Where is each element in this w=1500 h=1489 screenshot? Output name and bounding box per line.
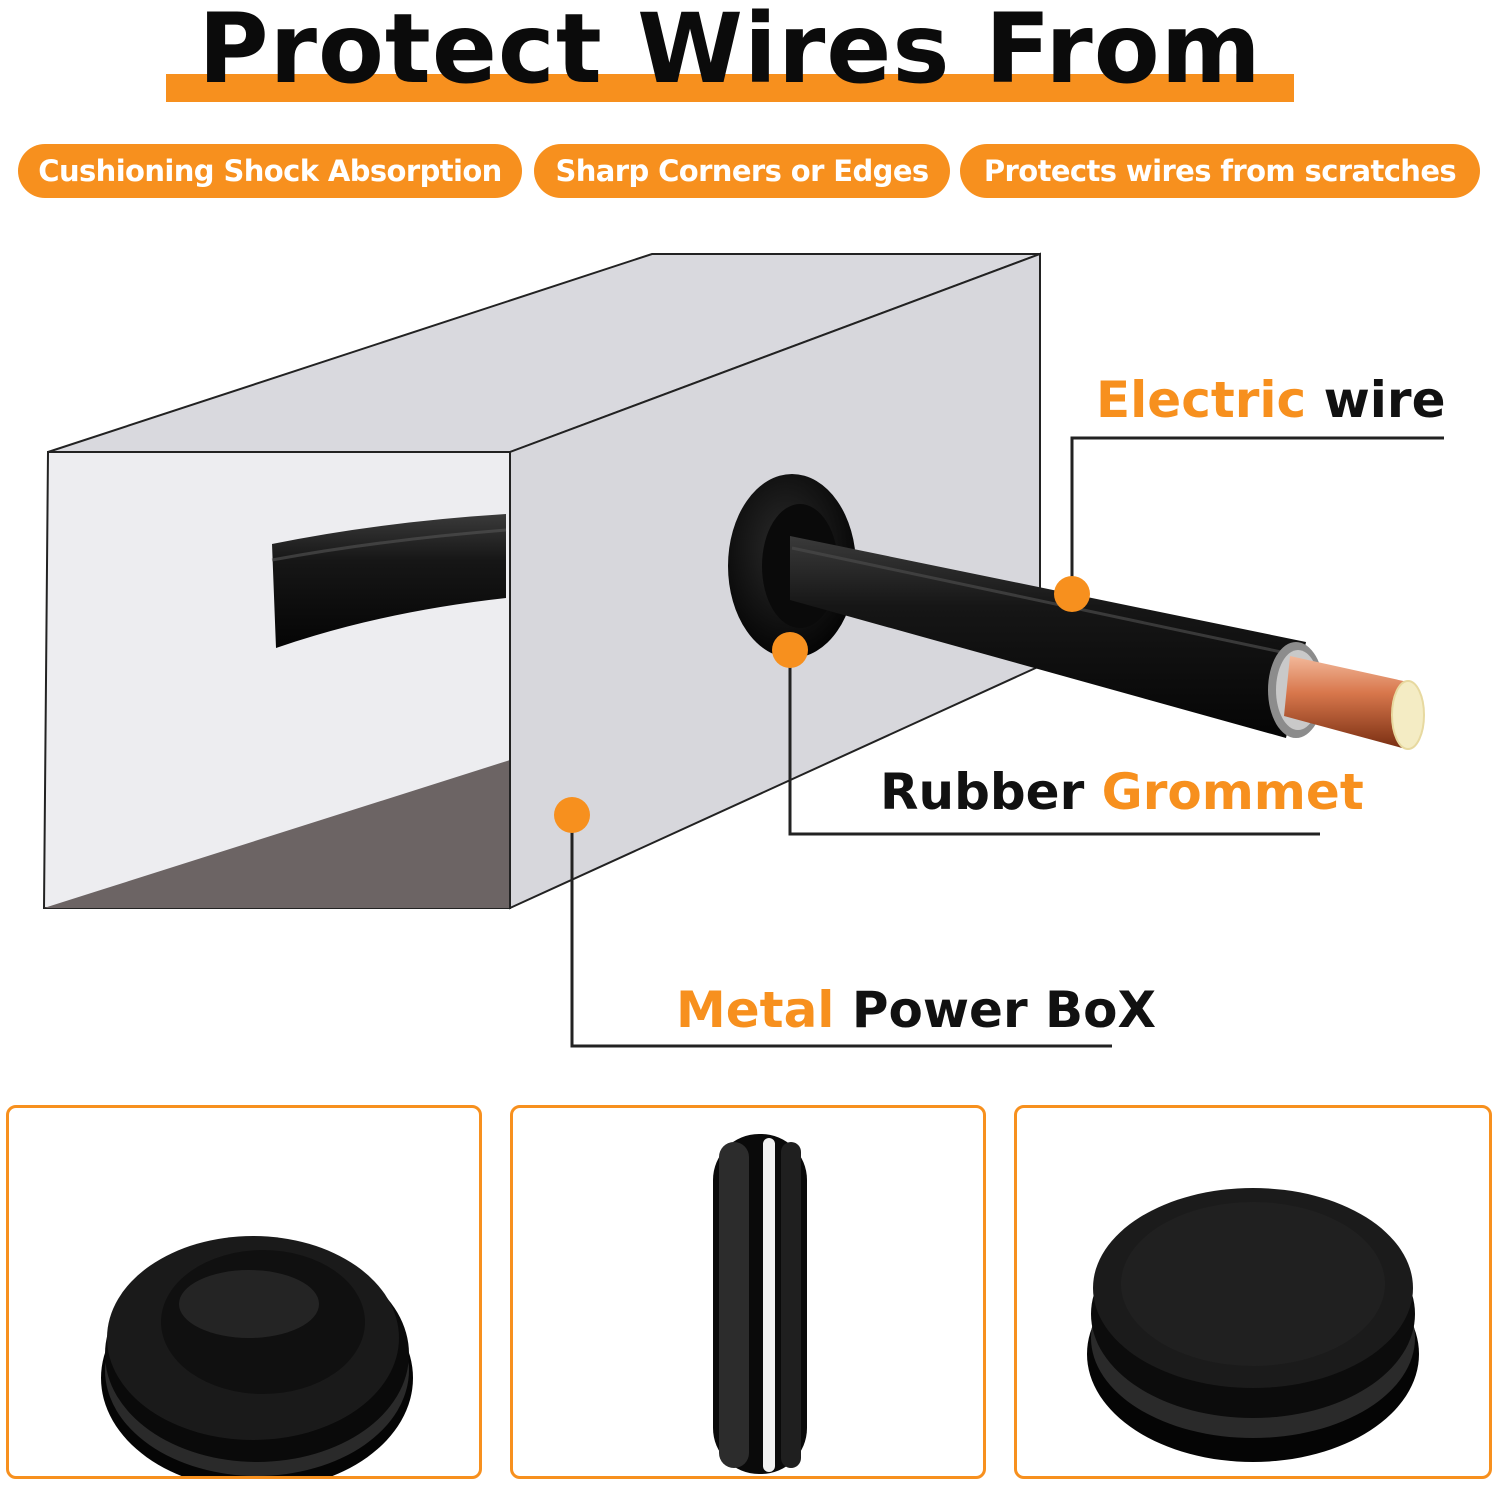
label-electric-wire: Electric wire xyxy=(1096,371,1446,429)
product-card-side-view xyxy=(510,1105,986,1479)
feature-pill-scratches: Protects wires from scratches xyxy=(960,144,1480,198)
callout-dot-wire xyxy=(1054,576,1090,612)
callout-line-grommet xyxy=(788,650,1320,836)
grommet-top-view-icon xyxy=(101,1236,413,1476)
product-card-top-view xyxy=(6,1105,482,1479)
label-metal-power-box: Metal Power BoX xyxy=(676,981,1157,1039)
copper-core-tip xyxy=(1391,680,1425,750)
title-underline-bar xyxy=(166,74,1294,102)
callout-line-wire xyxy=(1070,436,1444,594)
outer-wire xyxy=(790,536,1306,738)
page-title: Protect Wires From xyxy=(198,0,1262,105)
inner-wire xyxy=(272,514,506,648)
feature-pill-shock: Cushioning Shock Absorption xyxy=(18,144,522,198)
box-interior-floor xyxy=(44,760,510,908)
grommet-side-view-icon xyxy=(713,1134,807,1474)
feature-pill-edges: Sharp Corners or Edges xyxy=(534,144,950,198)
copper-core xyxy=(1284,656,1408,748)
label-rubber-grommet: Rubber Grommet xyxy=(880,763,1364,821)
callout-line-box xyxy=(570,815,1112,1048)
callout-dot-grommet xyxy=(772,632,808,668)
title-banner: Protect Wires From xyxy=(166,0,1294,105)
callout-dot-box xyxy=(554,797,590,833)
product-card-plug-view xyxy=(1014,1105,1492,1479)
grommet-plug-view-icon xyxy=(1087,1188,1419,1462)
power-box-diagram xyxy=(42,252,1444,1048)
